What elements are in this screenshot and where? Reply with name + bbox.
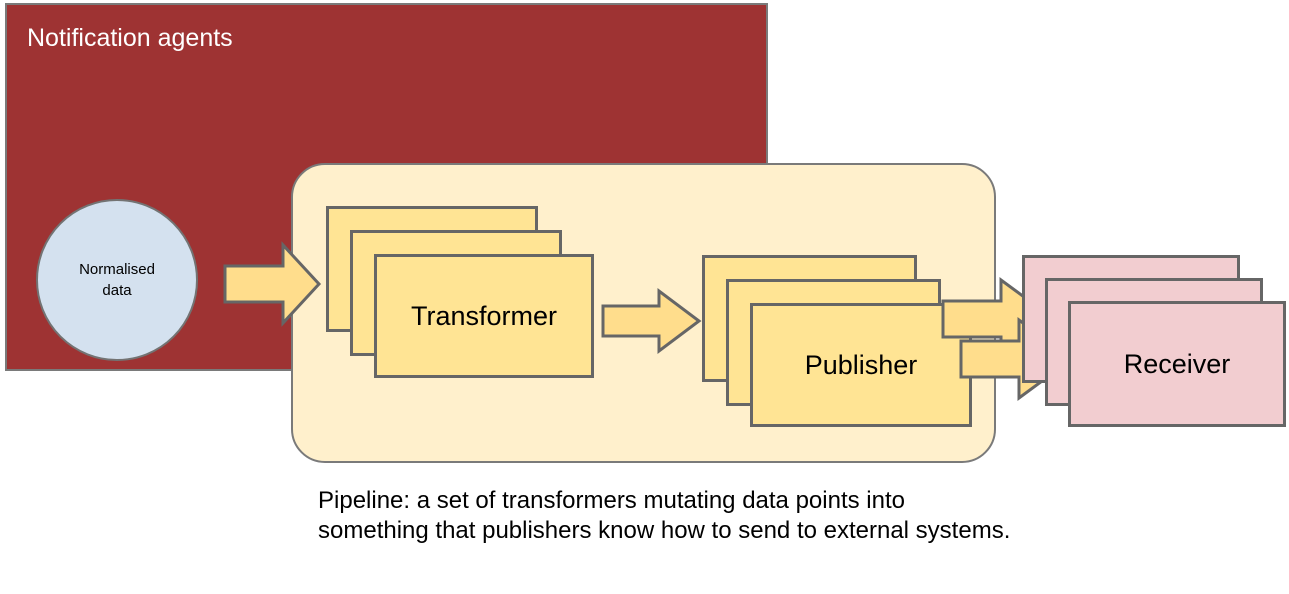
arrow-transformer-to-publisher-shape	[601, 288, 702, 354]
pipeline-caption: Pipeline: a set of transformers mutating…	[318, 487, 1011, 544]
transformer-label: Transformer	[410, 301, 558, 331]
receiver-label: Receiver	[1123, 349, 1231, 379]
arrow-source-to-transformer-shape	[223, 241, 322, 327]
publisher-card-front: Publisher	[750, 303, 972, 427]
arrow-source-to-transformer	[223, 241, 322, 327]
notification-agents-title: Notification agents	[27, 24, 233, 52]
publisher-label: Publisher	[804, 350, 918, 380]
arrow-transformer-to-publisher	[601, 288, 702, 354]
receiver-stack: Receiver	[1022, 255, 1287, 430]
normalised-data-node: Normalised data	[36, 199, 198, 361]
transformer-stack: Transformer	[326, 206, 596, 380]
normalised-data-label: Normalised data	[79, 261, 155, 299]
transformer-card-front: Transformer	[374, 254, 594, 378]
publisher-stack: Publisher	[702, 255, 977, 430]
receiver-card-front: Receiver	[1068, 301, 1286, 427]
